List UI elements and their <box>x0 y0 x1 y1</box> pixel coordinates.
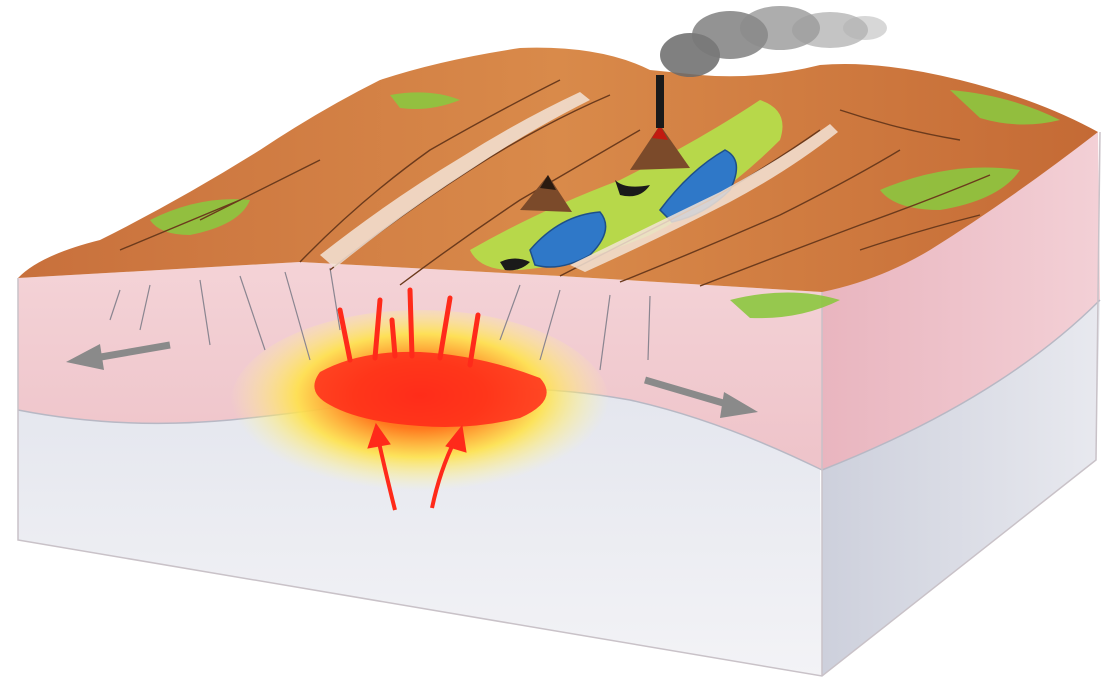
rift-valley-diagram <box>0 0 1109 684</box>
block-diagram <box>0 0 1109 684</box>
